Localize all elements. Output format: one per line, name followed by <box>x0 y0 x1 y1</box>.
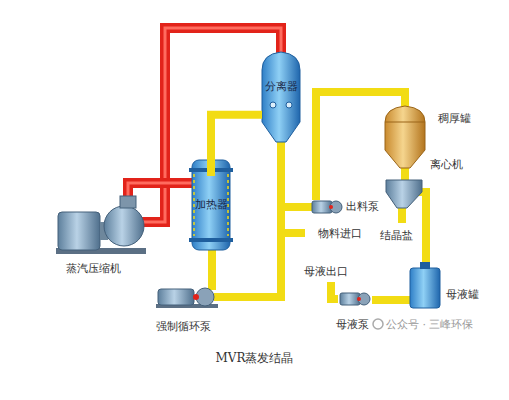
heater-flange <box>189 238 233 242</box>
equipment-label: 稠厚罐 <box>438 112 471 125</box>
liquid-pipe <box>281 229 305 237</box>
equipment-label: 出料泵 <box>346 200 379 213</box>
separator: 分离器 <box>262 70 300 122</box>
sight-glass <box>286 102 292 108</box>
equipment-label: 母液泵 <box>336 318 369 331</box>
liquid-pipe <box>372 296 411 304</box>
compressor-volute <box>104 206 144 246</box>
heater: 加热器 <box>192 174 230 236</box>
pump-coupling <box>329 205 333 209</box>
pump-coupling <box>357 297 361 301</box>
pump-body <box>358 293 370 305</box>
liquid-pipe <box>208 248 216 290</box>
pipe-line <box>211 115 262 176</box>
liquid-pipe <box>398 208 406 223</box>
steam-pipe <box>128 183 192 202</box>
watermark-icon <box>373 319 383 329</box>
compressor-motor <box>58 212 100 250</box>
liquid-pipe <box>331 282 338 299</box>
tank-seam <box>385 122 425 123</box>
tank-cap <box>420 262 430 269</box>
pump-body <box>330 201 342 213</box>
pump-motor <box>340 293 360 305</box>
separator-vessel <box>262 52 300 142</box>
liquid-pipe <box>211 115 262 176</box>
equipment-label: 母液出口 <box>304 265 348 278</box>
liquid-pipe <box>281 203 312 211</box>
steam-pipe <box>128 183 192 202</box>
pump-motor <box>158 289 194 305</box>
liquid-pipe <box>401 168 409 180</box>
pump-motor <box>312 201 332 213</box>
mother-liquor-tank <box>410 268 440 308</box>
sight-glass <box>270 102 276 108</box>
watermark: 公众号 · 三峰环保 <box>386 318 474 331</box>
equipment-name: 分离器 <box>262 80 300 93</box>
equipment-name: 加热器 <box>192 198 230 211</box>
equipment-label: 结晶盐 <box>380 229 413 242</box>
equipment-label: 离心机 <box>430 158 463 171</box>
equipment-label: 强制循环泵 <box>156 320 211 333</box>
equipment-label: 母液罐 <box>446 288 479 301</box>
caption: MVR蒸发结晶 <box>0 350 509 367</box>
equipment-label: 蒸汽压缩机 <box>66 262 121 275</box>
centrifuge <box>386 180 422 208</box>
thickener-tank <box>385 106 425 168</box>
equipment-label: 物料进口 <box>318 227 362 240</box>
liquid-pipe <box>418 192 426 266</box>
compressor-outlet <box>120 196 136 208</box>
pump-coupling <box>193 294 199 300</box>
